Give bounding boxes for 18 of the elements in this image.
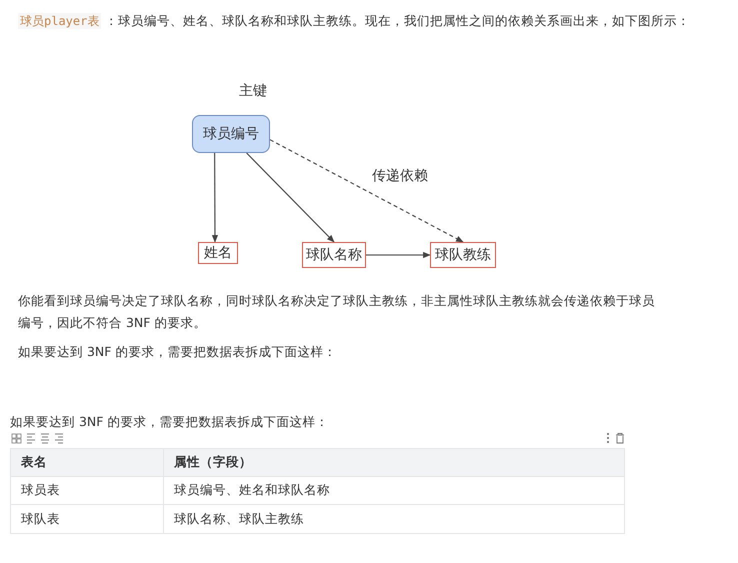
paragraph: 你能看到球员编号决定了球队名称，同时球队名称决定了球队主教练，非主属性球队主教练就会传递依赖于球员编号，因此不符合 3NF 的要求。 — [18, 292, 656, 332]
paragraph: ：球员编号、姓名、球队名称和球队主教练。现在，我们把属性之间的依赖关系画出来，如下图所示： — [105, 12, 691, 30]
table-cell: 球员表 — [11, 477, 164, 505]
paragraph: 如果要达到 3NF 的要求，需要把数据表拆成下面这样： — [10, 413, 330, 431]
arrow — [270, 139, 464, 242]
attribute-box: 球队名称 — [302, 242, 366, 268]
arrow — [212, 153, 218, 243]
key-label: 主键 — [239, 82, 267, 100]
edge-label: 传递依赖 — [372, 167, 428, 185]
arrow — [246, 152, 335, 243]
code-term: 球员player表 — [18, 13, 102, 29]
arrow — [366, 252, 431, 258]
attribute-box: 姓名 — [198, 242, 238, 264]
attribute-box: 球队教练 — [430, 242, 496, 268]
paragraph: 如果要达到 3NF 的要求，需要把数据表拆成下面这样： — [18, 343, 338, 361]
key-attribute-box: 球员编号 — [192, 115, 270, 153]
table-header-cell: 表名 — [11, 449, 164, 477]
table-header-cell: 属性（字段） — [164, 449, 624, 477]
